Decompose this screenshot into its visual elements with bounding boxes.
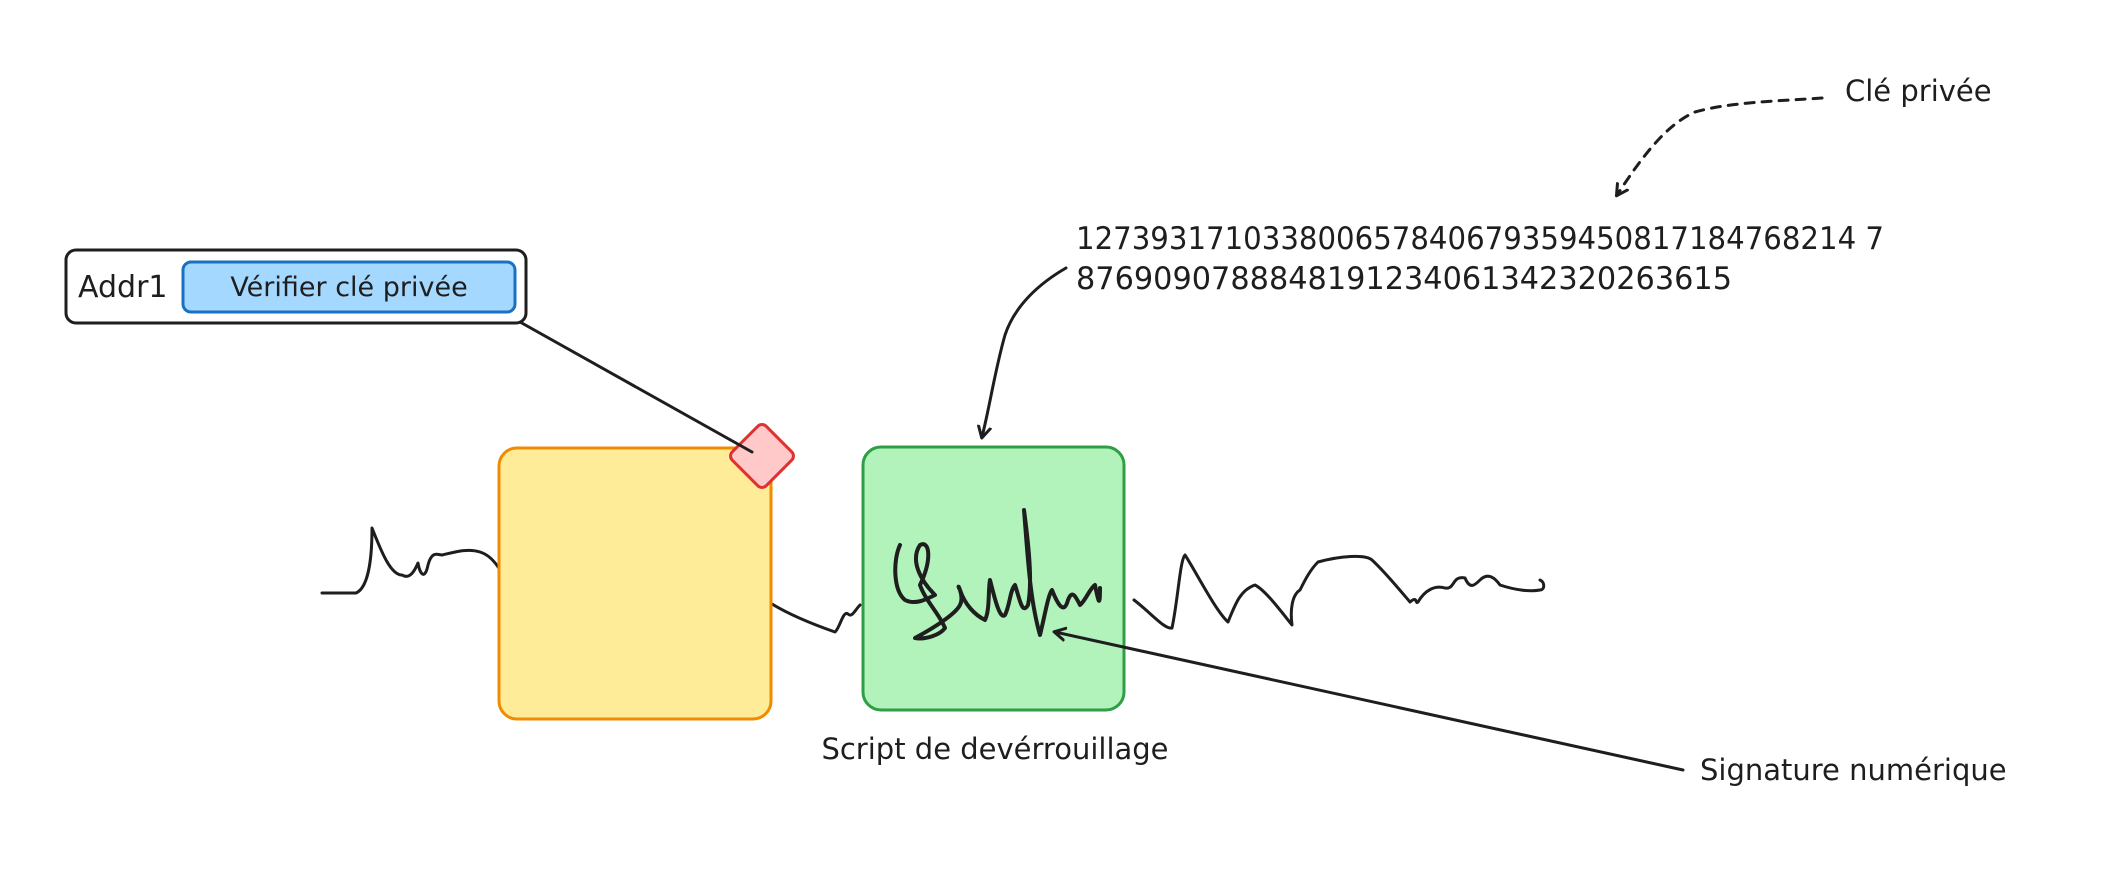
verify-private-key-button[interactable]: Vérifier clé privée bbox=[181, 260, 517, 314]
private-key-label: Clé privée bbox=[1845, 74, 1992, 108]
unlock-script-label: Script de devérrouillage bbox=[821, 732, 1168, 766]
connector-line bbox=[518, 320, 754, 454]
handwritten-signature bbox=[893, 508, 1102, 641]
locking-box bbox=[497, 446, 773, 721]
signature-arrow bbox=[1055, 632, 1685, 772]
private-key-value-line2: 8769090788848191234061342320263615 bbox=[1076, 261, 1732, 297]
signature-label: Signature numérique bbox=[1700, 753, 2007, 787]
address-label: Addr1 bbox=[78, 270, 168, 305]
waveform-right bbox=[1132, 553, 1546, 630]
private-key-dashed-arrow bbox=[1617, 96, 1824, 195]
key-to-script-arrow bbox=[982, 266, 1068, 437]
private-key-value-line1: 1273931710338006578406793594508171847682… bbox=[1076, 221, 1884, 257]
connector-diamond[interactable] bbox=[728, 422, 796, 490]
unlock-script-box bbox=[861, 445, 1126, 712]
waveform-left bbox=[320, 526, 502, 595]
verify-button-label: Vérifier clé privée bbox=[230, 272, 467, 303]
waveform-middle bbox=[770, 602, 862, 634]
